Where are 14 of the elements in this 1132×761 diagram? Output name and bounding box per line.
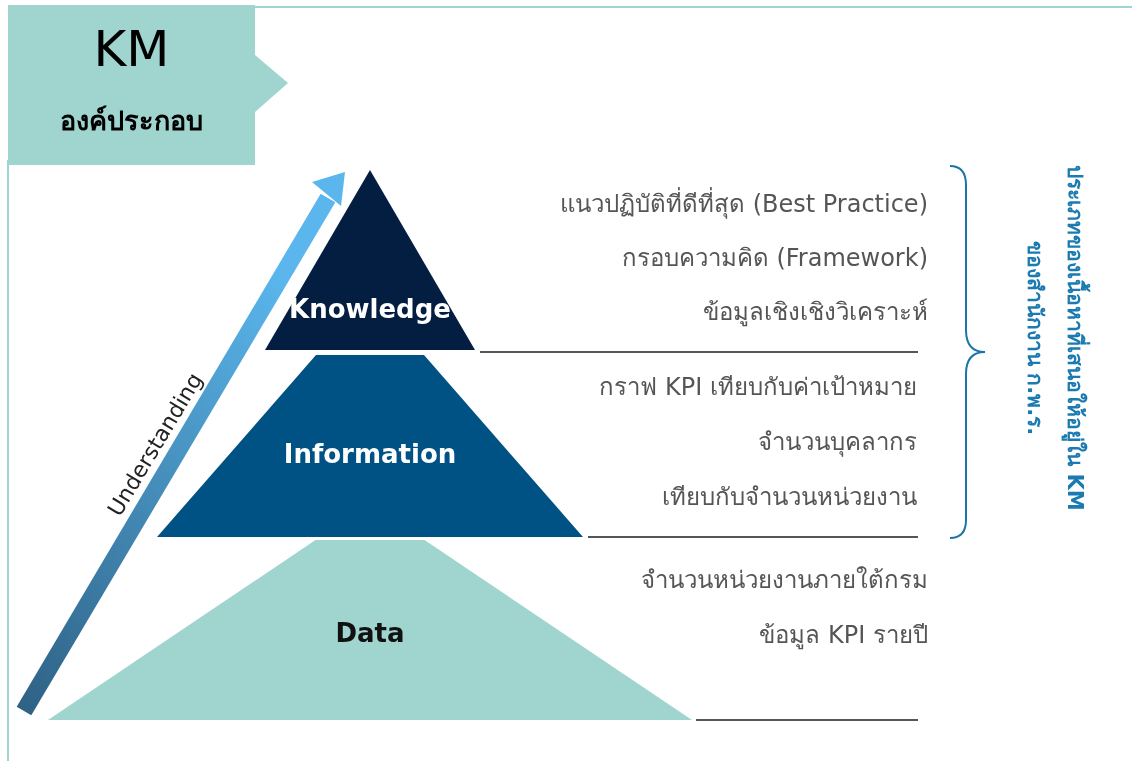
- layer-title: Knowledge: [289, 292, 451, 326]
- layer-title: Data: [335, 616, 405, 650]
- content-item: กราฟ KPI เทียบกับค่าเป้าหมาย: [599, 372, 917, 403]
- content-item: กรอบความคิด (Framework): [621, 243, 928, 274]
- content-item: แนวปฏิบัติที่ดีที่สุด (Best Practice): [560, 182, 928, 236]
- content-item: จำนวนหน่วยงานภายใต้กรม: [641, 565, 928, 596]
- content-item: ข้อมูลเชิงเชิงวิเคราะห์: [703, 297, 928, 329]
- banner-subtitle: องค์ประกอบ: [60, 104, 203, 138]
- content-item: ข้อมูล KPI รายปี: [759, 620, 928, 652]
- vertical-caption: ประเภทของเนื้อหาที่เสนอให้อยู่ใน KM ของสำนักงาน ก.พ.ร.: [1015, 158, 1095, 518]
- content-item: จำนวนบุคลากร: [758, 427, 917, 459]
- banner-title: KM: [93, 19, 170, 79]
- layer-title: Information: [283, 437, 457, 471]
- content-item: เทียบกับจำนวนหน่วยงาน: [662, 482, 917, 513]
